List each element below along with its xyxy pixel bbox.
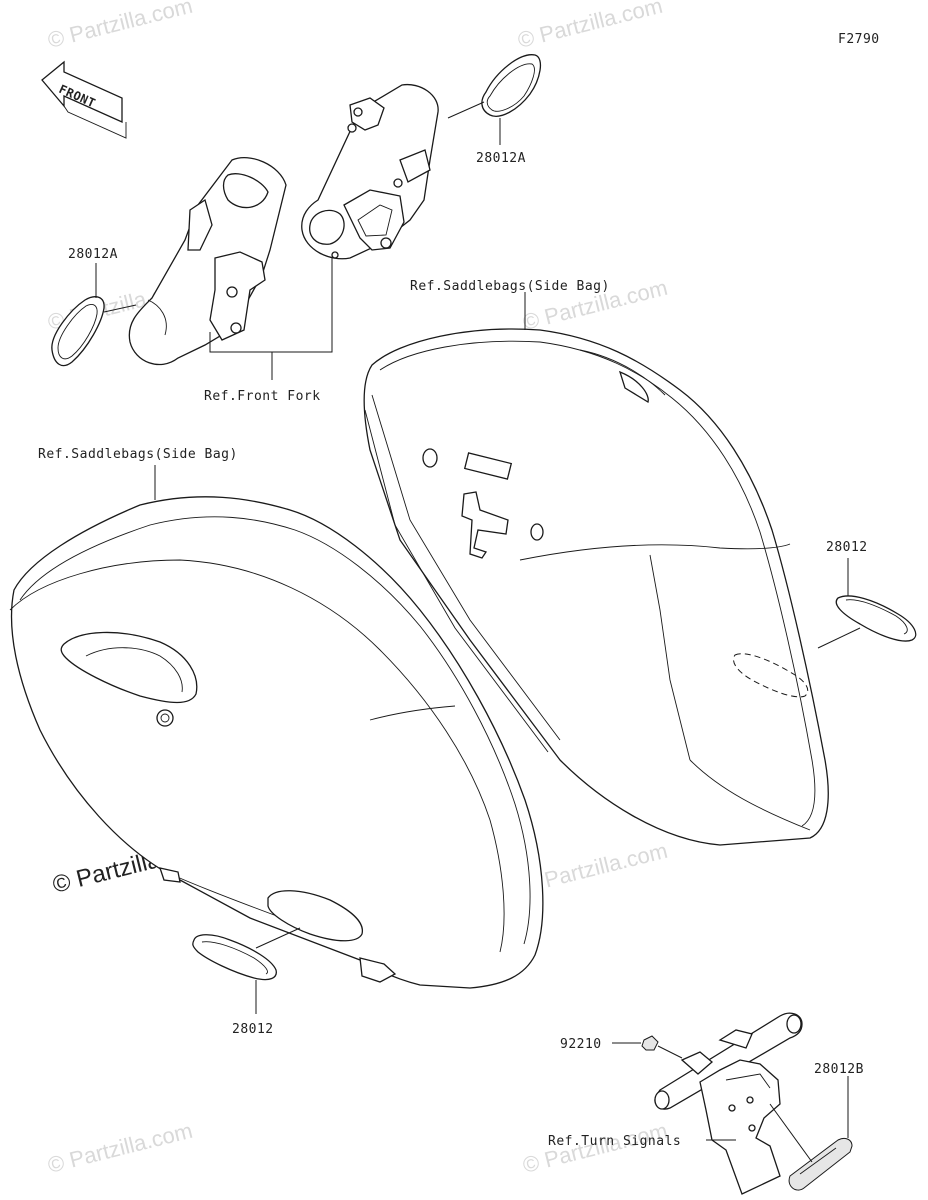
watermark: © Partzilla.com bbox=[45, 1118, 195, 1178]
front-fork: Ref.Front Fork bbox=[128, 83, 439, 404]
saddlebag-right: Ref.Saddlebags(Side Bag) bbox=[363, 279, 829, 846]
part-28012-right-label: 28012 bbox=[826, 540, 868, 555]
front-arrow-icon: FRONT bbox=[41, 60, 127, 139]
part-92210-label: 92210 bbox=[560, 1037, 602, 1052]
reflector-28012a-left: 28012A bbox=[51, 247, 137, 367]
ref-saddlebags-left-label: Ref.Saddlebags(Side Bag) bbox=[38, 447, 238, 462]
part-28012-bottom-label: 28012 bbox=[232, 1022, 274, 1037]
part-28012a-left-label: 28012A bbox=[68, 247, 118, 262]
saddlebag-left: Ref.Saddlebags(Side Bag) bbox=[9, 447, 544, 989]
ref-saddlebags-right-label: Ref.Saddlebags(Side Bag) bbox=[410, 279, 610, 294]
ref-front-fork-label: Ref.Front Fork bbox=[204, 389, 321, 404]
part-28012b-label: 28012B bbox=[814, 1062, 864, 1077]
watermark: © Partzilla.com bbox=[515, 0, 665, 53]
reflector-28012a-top: 28012A bbox=[447, 54, 542, 166]
reflector-28012b: 28012B bbox=[769, 1062, 864, 1191]
ref-turn-signals-label: Ref.Turn Signals bbox=[548, 1134, 681, 1149]
part-28012a-top-label: 28012A bbox=[476, 151, 526, 166]
turn-signal-bracket: 92210 Ref.Turn Signals bbox=[548, 1012, 803, 1195]
reflector-28012-bottom: 28012 bbox=[192, 927, 301, 1037]
figure-code: F2790 bbox=[838, 32, 880, 47]
watermark: © Partzilla.com bbox=[45, 0, 195, 53]
reflector-28012-right: 28012 bbox=[817, 540, 917, 649]
